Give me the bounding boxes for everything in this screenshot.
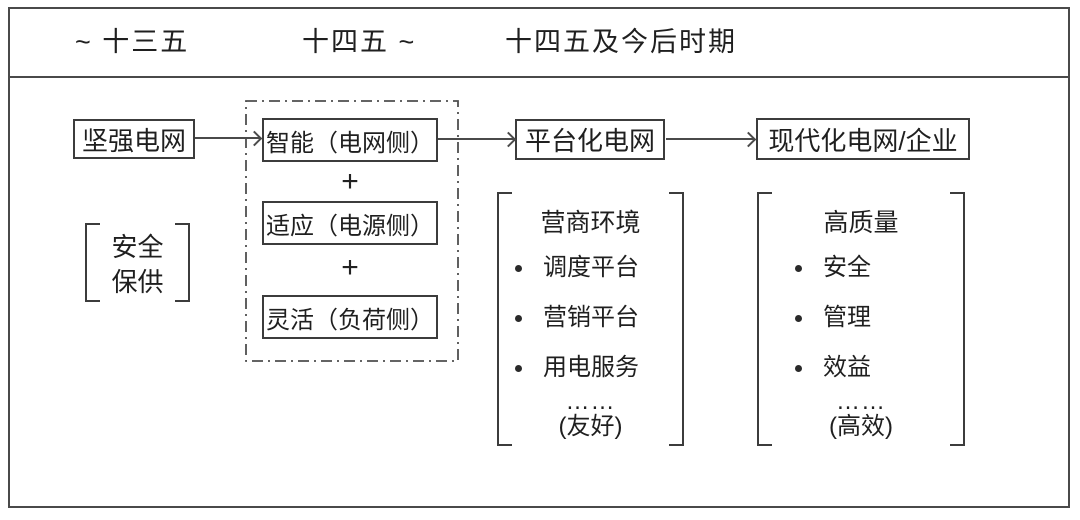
list-item-label: 安全 — [823, 254, 871, 281]
plus-sign: + — [341, 251, 359, 284]
flow-arrow-icon — [666, 138, 754, 140]
period-label-14th-and-beyond: 十四五及今后时期 — [505, 27, 737, 57]
list-item-label: 营销平台 — [543, 304, 639, 331]
bullet-icon — [515, 264, 522, 272]
business-group-title: 营商环境 — [540, 209, 641, 237]
box-flexible-load-side: 灵活（负荷侧） — [262, 295, 438, 339]
list-item: 调度平台 — [515, 254, 639, 282]
quality-group-summary: (高效) — [829, 413, 893, 440]
box-adapt-source-side: 适应（电源侧） — [262, 201, 438, 245]
high-quality-bracket-group: 高质量 安全 管理 效益 …… (高效) — [757, 192, 965, 446]
list-item: 安全 — [795, 254, 871, 282]
bullet-icon — [515, 364, 522, 372]
ellipsis-text: …… — [565, 388, 616, 415]
bullet-icon — [515, 314, 522, 322]
business-environment-bracket-group: 营商环境 调度平台 营销平台 用电服务 …… (友好) — [497, 192, 684, 446]
ellipsis-text: …… — [836, 388, 886, 415]
list-item-label: 用电服务 — [543, 354, 639, 381]
list-item-label: 调度平台 — [543, 254, 639, 281]
list-item: 管理 — [795, 304, 871, 332]
box-modern-grid-enterprise: 现代化电网/企业 — [756, 118, 970, 160]
plus-sign: + — [341, 165, 359, 198]
business-group-summary: (友好) — [558, 413, 623, 440]
quality-group-title: 高质量 — [823, 209, 899, 237]
bullet-icon — [795, 264, 802, 272]
bullet-icon — [795, 364, 802, 372]
box-strong-grid: 坚强电网 — [73, 119, 195, 159]
flow-arrow-icon — [438, 138, 514, 140]
bullet-icon — [795, 314, 802, 322]
diagram-frame — [8, 7, 1070, 508]
list-item: 用电服务 — [515, 354, 639, 382]
period-label-14th-five-year: 十四五 ~ — [302, 27, 417, 57]
box-smart-grid-side: 智能（电网侧） — [262, 118, 438, 162]
period-label-13th-five-year: ~ 十三五 — [75, 27, 190, 57]
safety-line: 安全 — [111, 232, 164, 262]
list-item: 效益 — [795, 354, 871, 382]
header-divider-line — [8, 76, 1070, 78]
list-item-label: 管理 — [823, 304, 871, 331]
stage2-dash-dot-group-border — [245, 100, 459, 362]
list-item: 营销平台 — [515, 304, 639, 332]
list-item-label: 效益 — [823, 354, 871, 381]
flow-arrow-icon — [195, 137, 260, 139]
box-platform-grid: 平台化电网 — [515, 119, 665, 160]
safety-supply-bracket-group: 安全 保供 — [85, 223, 190, 302]
supply-line: 保供 — [111, 267, 164, 297]
